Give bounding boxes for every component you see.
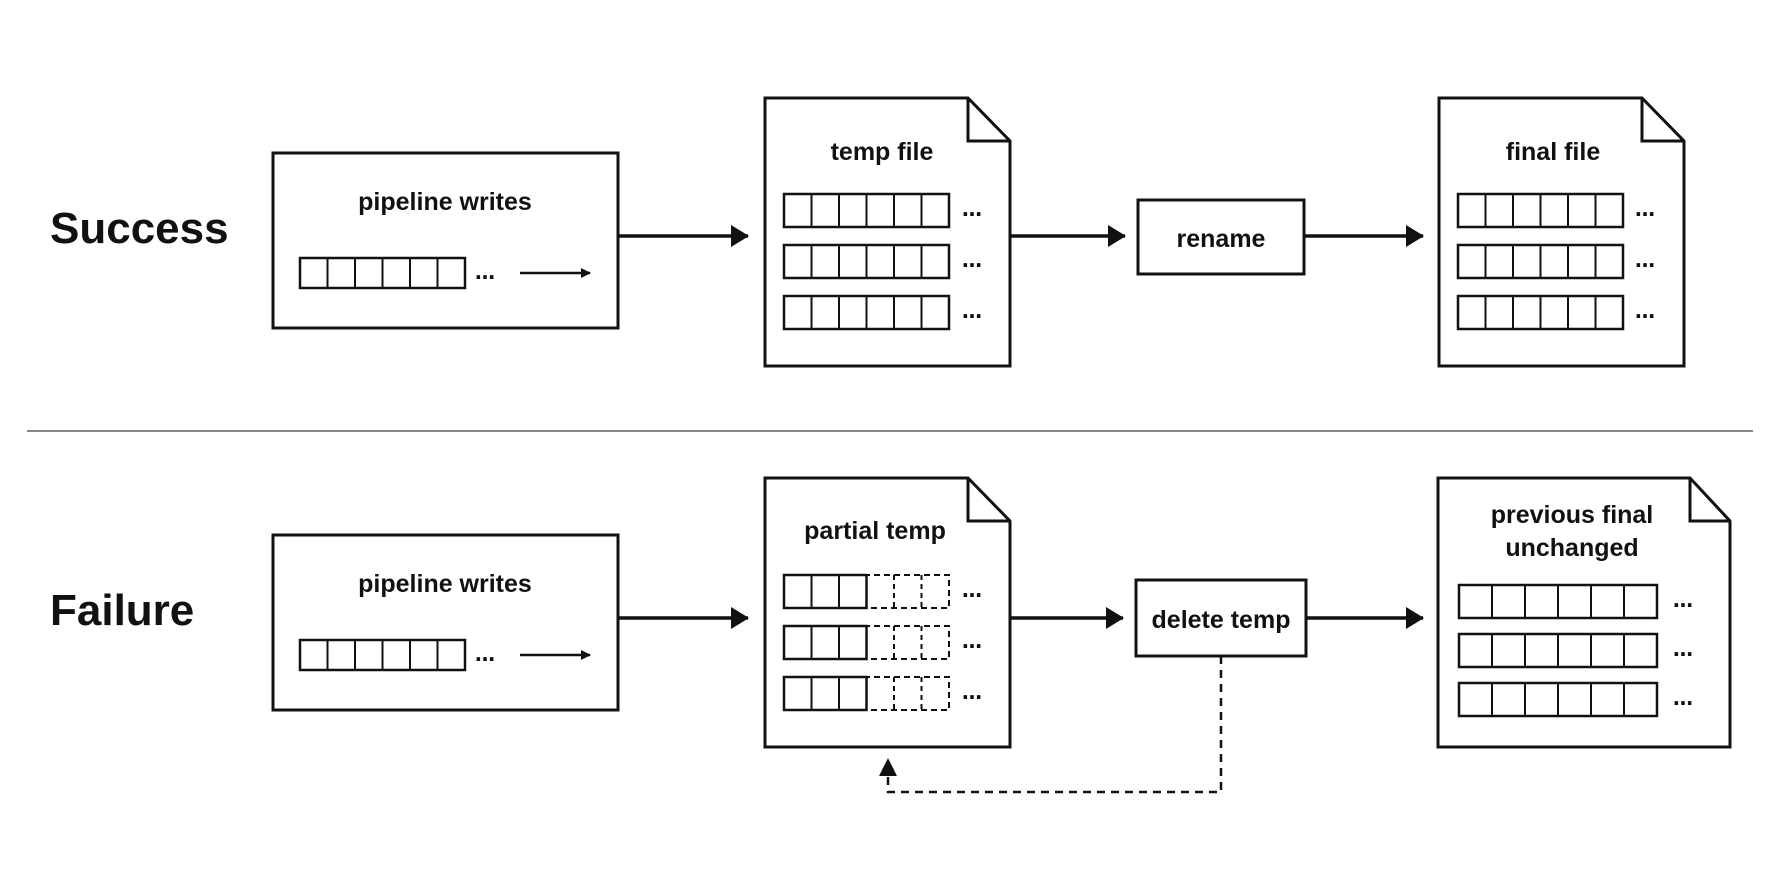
result-file-sublabel: unchanged: [1505, 534, 1638, 562]
written-cells-outline: [782, 573, 868, 610]
ellipsis: …: [1635, 248, 1655, 272]
action-box-label: rename: [1177, 225, 1266, 253]
ellipsis: …: [962, 248, 982, 272]
record-row: …: [782, 294, 982, 331]
partial-temp-file: partial temp … …: [763, 476, 1012, 749]
row-label-success: Success: [50, 204, 229, 253]
partial-record-row: …: [782, 573, 982, 610]
ellipsis: …: [475, 260, 495, 284]
cleanup-feedback-arrowhead: [879, 758, 897, 776]
ellipsis: …: [962, 197, 982, 221]
source-box-frame: [271, 151, 620, 330]
source-box-label: pipeline writes: [358, 188, 532, 216]
ellipsis: …: [1635, 299, 1655, 323]
success-source-box: pipeline writes …: [271, 151, 620, 330]
document-fold: [1688, 478, 1730, 523]
action-box-frame: [1134, 578, 1308, 658]
written-cells-outline: [782, 624, 868, 661]
action-box-frame: [1136, 198, 1306, 276]
source-box-label: pipeline writes: [358, 570, 532, 598]
ellipsis: …: [1673, 686, 1693, 710]
failure-row: Failure pipeline writes … partial temp: [50, 476, 1732, 794]
write-buffer-cells: [298, 638, 467, 672]
written-cells-outline: [782, 675, 868, 712]
document-frame: [1436, 476, 1732, 749]
record-row: …: [782, 192, 982, 229]
document-fold: [966, 478, 1010, 523]
success-temp-file: temp file … …: [763, 96, 1012, 368]
document-fold: [966, 98, 1010, 143]
ellipsis: …: [962, 578, 982, 602]
ellipsis: …: [1673, 588, 1693, 612]
row-label-failure: Failure: [50, 586, 194, 635]
previous-final-file: previous final unchanged … …: [1436, 476, 1732, 749]
record-row: …: [782, 243, 982, 280]
record-row: …: [1457, 632, 1693, 669]
success-row: Success pipeline writes … temp file: [50, 96, 1686, 368]
record-row: …: [1456, 294, 1655, 331]
ellipsis: …: [1673, 637, 1693, 661]
ellipsis: …: [962, 629, 982, 653]
failure-source-box: pipeline writes …: [271, 533, 620, 712]
record-row: …: [1457, 681, 1693, 718]
write-buffer-cells: [298, 256, 467, 290]
ellipsis: …: [1635, 197, 1655, 221]
ellipsis: …: [962, 299, 982, 323]
ellipsis: …: [475, 642, 495, 666]
record-row: …: [1457, 583, 1693, 620]
source-box-frame: [271, 533, 620, 712]
temp-file-label: partial temp: [804, 517, 946, 545]
result-file-label: previous final: [1491, 501, 1654, 529]
partial-record-row: …: [782, 675, 982, 712]
temp-file-label: temp file: [831, 138, 934, 166]
record-row: …: [1456, 243, 1655, 280]
result-file-label: final file: [1506, 138, 1601, 166]
ellipsis: …: [962, 680, 982, 704]
action-box-label: delete temp: [1152, 606, 1291, 634]
final-file: final file … …: [1437, 96, 1686, 368]
delete-temp-step: delete temp: [1134, 578, 1308, 658]
rename-step: rename: [1136, 198, 1306, 276]
partial-record-row: …: [782, 624, 982, 661]
record-row: …: [1456, 192, 1655, 229]
document-fold: [1640, 98, 1684, 143]
